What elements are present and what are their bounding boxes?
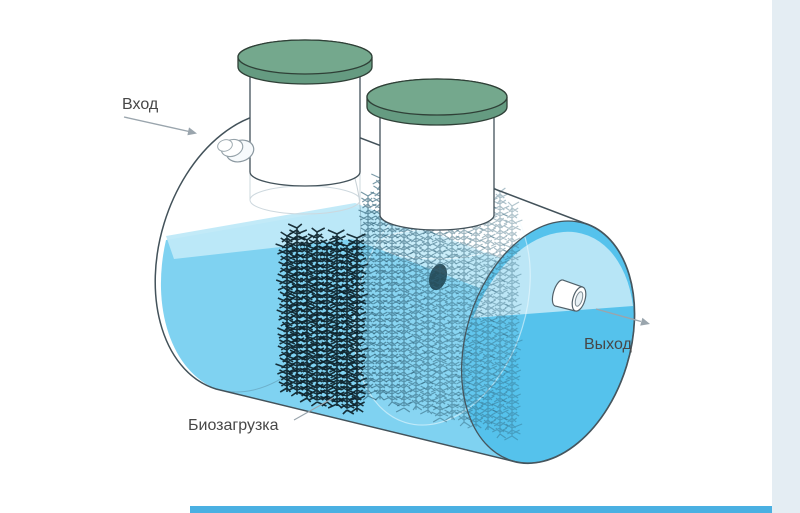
inlet-label: Вход <box>122 96 159 113</box>
inlet-arrow-icon <box>123 116 190 133</box>
outlet-annotation: Выход <box>584 308 650 353</box>
riser-left-neck <box>249 61 361 187</box>
bio-media-label: Биозагрузка <box>188 417 279 434</box>
bio-media-leader-line <box>293 397 334 421</box>
riser-right-lid-top <box>366 78 508 116</box>
brush-strand <box>489 187 511 439</box>
inlet-arrowhead-icon <box>187 127 197 136</box>
page-bottom-bar <box>190 506 800 513</box>
bio-media-annotation: Биозагрузка <box>188 397 334 434</box>
inlet-annotation: Вход <box>122 96 197 136</box>
brush-strand <box>345 233 369 413</box>
water-surface-band <box>166 203 632 337</box>
brush-strand <box>315 239 339 407</box>
inlet-port <box>217 138 255 163</box>
tank-end-face-headspace <box>473 231 633 318</box>
bio-media-brushes <box>275 173 523 441</box>
brush-strand <box>357 191 379 401</box>
outlet-port <box>551 279 587 312</box>
riser-right-neck <box>379 101 495 231</box>
outlet-label: Выход <box>584 336 633 353</box>
tank-end-rim <box>460 220 636 464</box>
page-right-strip <box>772 0 800 513</box>
outlet-arrow-icon <box>595 308 642 323</box>
riser-right <box>366 78 508 231</box>
riser-left-lid-top <box>237 39 373 75</box>
riser-left <box>237 39 373 187</box>
brush-strand <box>501 201 523 441</box>
outlet-arrowhead-icon <box>640 317 650 326</box>
